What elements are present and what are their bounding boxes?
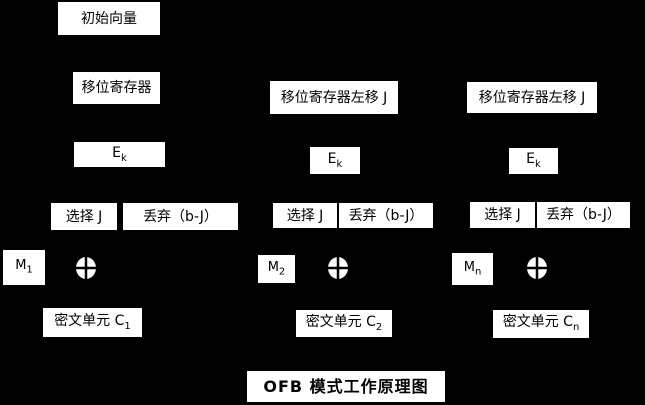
xor-icon-1 <box>76 257 96 279</box>
diagram-title: OFB 模式工作原理图 <box>263 376 429 396</box>
encrypt-label-2: Ek <box>327 150 343 170</box>
title-box: OFB 模式工作原理图 <box>247 371 445 402</box>
message-box-2: M2 <box>258 255 295 283</box>
shift-register-box-2: 移位寄存器左移 J <box>270 81 398 114</box>
ciphertext-label-3: 密文单元 Cn <box>502 314 580 333</box>
shift-register-box-1: 移位寄存器 <box>73 72 160 104</box>
initial-vector-box: 初始向量 <box>58 2 160 35</box>
select-label-2: 选择 J <box>286 207 324 224</box>
discard-box-1: 丢弃（b-J） <box>123 203 238 230</box>
encrypt-label-3: Ek <box>526 151 541 170</box>
shift-register-label-3: 移位寄存器左移 J <box>478 89 586 106</box>
select-box-2: 选择 J <box>273 203 337 228</box>
select-label-1: 选择 J <box>65 208 103 225</box>
select-label-3: 选择 J <box>484 207 521 223</box>
initial-vector-label: 初始向量 <box>81 10 137 27</box>
message-label-1: M1 <box>15 258 33 276</box>
ciphertext-box-3: 密文单元 Cn <box>493 310 589 338</box>
message-label-3: Mn <box>463 259 482 278</box>
xor-icon-2 <box>328 257 348 279</box>
ciphertext-box-2: 密文单元 C2 <box>296 310 392 337</box>
select-box-1: 选择 J <box>51 203 117 230</box>
shift-register-label-2: 移位寄存器左移 J <box>280 89 388 106</box>
select-box-3: 选择 J <box>470 202 535 228</box>
ciphertext-label-2: 密文单元 C2 <box>305 313 383 333</box>
discard-box-3: 丢弃（b-J） <box>537 202 630 228</box>
message-label-2: M2 <box>267 259 286 278</box>
discard-box-2: 丢弃（b-J） <box>339 203 433 228</box>
encrypt-box-3: Ek <box>509 148 558 174</box>
ciphertext-box-1: 密文单元 C1 <box>43 308 142 337</box>
message-box-1: M1 <box>3 250 45 285</box>
discard-label-2: 丢弃（b-J） <box>348 207 424 224</box>
encrypt-box-1: Ek <box>74 142 165 167</box>
shift-register-label-1: 移位寄存器 <box>81 80 152 96</box>
discard-label-1: 丢弃（b-J） <box>143 208 218 225</box>
discard-label-3: 丢弃（b-J） <box>546 207 621 223</box>
message-box-3: Mn <box>452 253 493 285</box>
encrypt-label-1: Ek <box>112 144 127 164</box>
xor-icon-3 <box>527 257 547 279</box>
shift-register-box-3: 移位寄存器左移 J <box>467 82 597 113</box>
ciphertext-label-1: 密文单元 C1 <box>54 312 131 332</box>
encrypt-box-2: Ek <box>310 147 360 174</box>
